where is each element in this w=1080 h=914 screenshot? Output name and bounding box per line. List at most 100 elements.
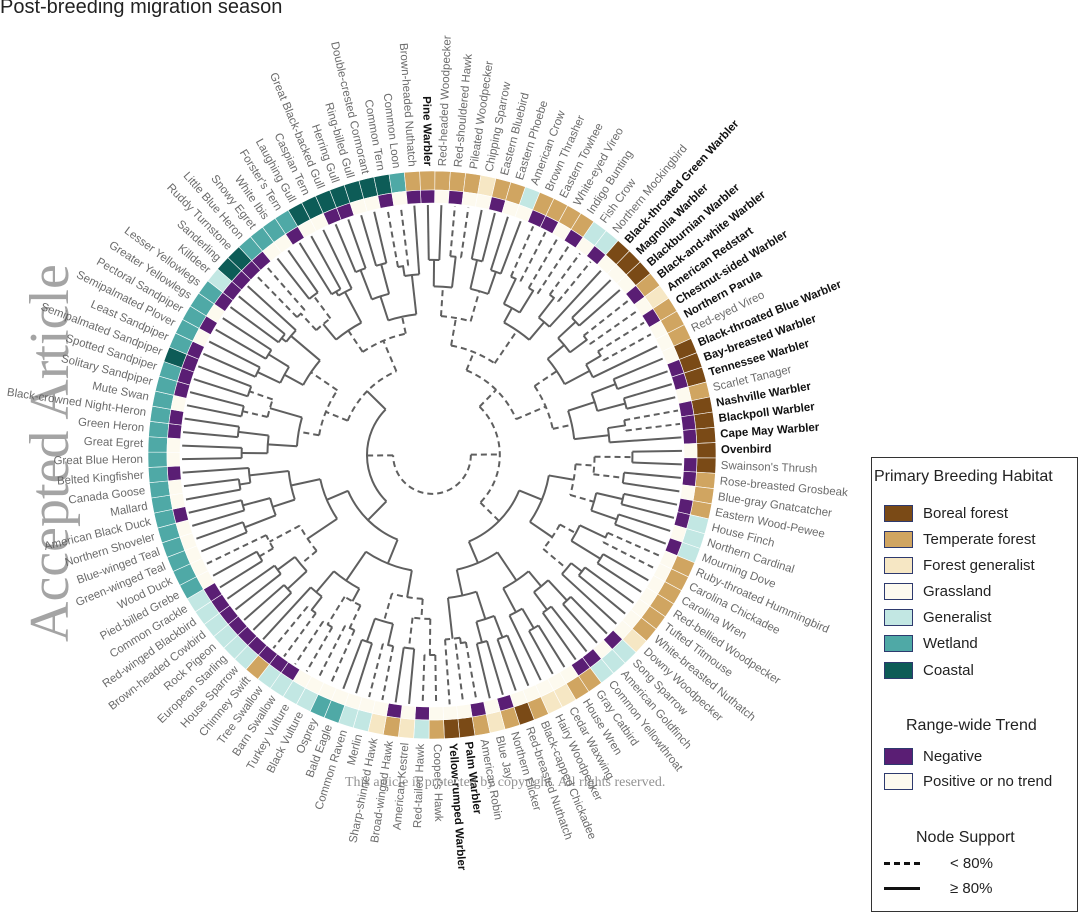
branch-edge	[294, 621, 324, 665]
branch-edge	[574, 434, 609, 441]
branch-edge	[455, 569, 464, 596]
branch-edge	[618, 513, 671, 532]
branch-edge	[479, 501, 500, 522]
habitat-segment	[388, 172, 407, 194]
branch-edge	[360, 214, 378, 267]
branch-edge	[290, 478, 321, 487]
branch-edge	[386, 539, 399, 564]
legend-label: Boreal forest	[923, 504, 1009, 522]
branch-edge	[475, 621, 483, 643]
branch-edge	[502, 278, 517, 305]
branch-edge	[373, 211, 388, 264]
branch-edge	[624, 409, 679, 422]
legend-label: Coastal	[923, 661, 974, 679]
legend-item-generalist: Generalist	[884, 607, 991, 627]
branch-edge	[632, 449, 682, 453]
forest-generalist-swatch	[884, 556, 913, 574]
branch-edge	[593, 473, 624, 479]
legend-item-solid: ≥ 80%	[884, 878, 992, 898]
trend-segment	[166, 437, 181, 453]
branch-edge	[208, 340, 261, 369]
branch-edge	[382, 340, 398, 372]
branch-edge	[562, 603, 598, 644]
branch-arc	[346, 370, 397, 422]
branch-edge	[238, 295, 286, 335]
habitat-segment	[147, 451, 168, 468]
branch-edge	[243, 584, 285, 621]
branch-edge	[182, 431, 238, 439]
negative-swatch	[884, 747, 913, 765]
branch-arc	[529, 475, 550, 523]
habitat-segment	[148, 420, 170, 439]
branch-edge	[550, 605, 588, 653]
branch-edge	[489, 216, 509, 271]
branch-edge	[450, 317, 457, 346]
branch-edge	[200, 531, 248, 553]
branch-edge	[486, 640, 504, 696]
legend-trend-title: Range-wide Trend	[906, 717, 1037, 734]
branch-arc	[306, 605, 317, 614]
legend-item-dashed: < 80%	[884, 853, 993, 873]
legend-label: Negative	[923, 747, 983, 765]
branch-edge	[183, 478, 239, 488]
branch-edge	[191, 509, 245, 527]
branch-arc	[296, 309, 306, 318]
branch-edge	[589, 310, 638, 345]
figure-title: Post-breeding migration season	[0, 0, 283, 18]
branch-edge	[197, 365, 252, 388]
branch-edge	[387, 623, 394, 646]
legend-item-forest-generalist: Forest generalist	[884, 555, 1035, 575]
branch-edge	[325, 410, 349, 422]
branch-arc	[266, 399, 274, 418]
branch-edge	[382, 593, 393, 622]
branch-edge	[446, 597, 454, 639]
legend-item-positive: Positive or no trend	[884, 771, 1052, 791]
legend-item-boreal-forest: Boreal forest	[884, 503, 1008, 523]
branch-edge	[557, 261, 592, 302]
branch-edge	[493, 615, 504, 638]
branch-edge	[559, 523, 577, 535]
branch-edge	[585, 355, 602, 366]
branch-arc	[509, 607, 523, 617]
branch-edge	[464, 642, 478, 702]
branch-edge	[355, 643, 373, 694]
species-label: Great Blue Heron	[53, 454, 143, 467]
branch-edge	[596, 562, 642, 593]
tree-branches	[182, 205, 682, 705]
branch-edge	[503, 307, 513, 324]
branch-edge	[578, 574, 626, 615]
species-label: Great Egret	[84, 436, 145, 450]
branch-arc	[533, 385, 554, 430]
trend-segment	[683, 457, 698, 473]
branch-arc	[503, 303, 521, 314]
branch-edge	[402, 266, 406, 277]
trend-segment	[447, 190, 464, 206]
branch-edge	[345, 551, 367, 582]
legend-label: Wetland	[923, 634, 978, 652]
branch-edge	[602, 333, 652, 362]
branch-arc	[478, 405, 501, 504]
branch-edge	[481, 212, 496, 262]
branch-arc	[455, 641, 467, 645]
trend-segment	[414, 706, 430, 721]
habitat-segment	[695, 426, 717, 444]
trend-segment	[405, 189, 422, 205]
branch-edge	[329, 629, 356, 685]
branch-edge	[219, 560, 263, 589]
trend-segment	[377, 192, 395, 209]
branch-edge	[256, 275, 298, 318]
branch-edge	[202, 352, 256, 378]
branch-edge	[351, 588, 361, 602]
trend-segment	[400, 704, 417, 720]
branch-arc	[331, 288, 341, 296]
branch-arc	[347, 490, 398, 541]
branch-edge	[469, 290, 481, 322]
branch-edge	[521, 608, 535, 629]
habitat-segment	[413, 719, 430, 740]
branch-edge	[215, 328, 267, 360]
branch-edge	[334, 223, 357, 273]
trend-segment	[679, 484, 696, 501]
branch-edge	[322, 229, 353, 290]
branch-edge	[623, 492, 678, 506]
